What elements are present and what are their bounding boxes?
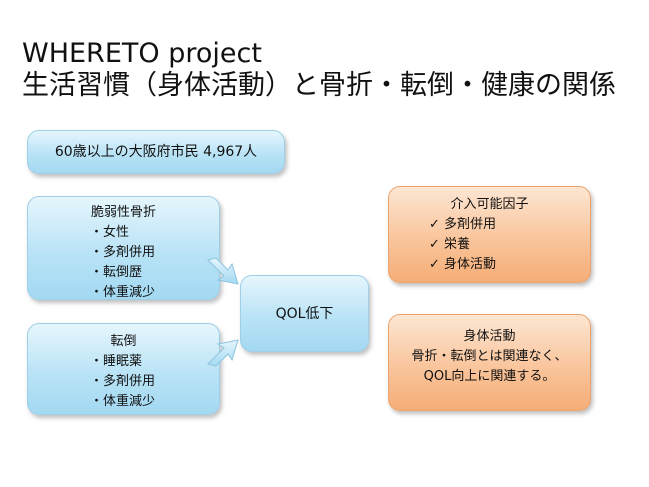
fragility-fracture-list: ・女性 ・多剤併用 ・転倒歴 ・体重減少 [28,223,219,303]
fall-heading: 転倒 [110,334,137,349]
fall-list: ・睡眠薬 ・多剤併用 ・体重減少 [28,352,219,412]
qol-decline-label: QOL低下 [275,305,334,322]
list-item: ・多剤併用 [90,245,156,260]
list-item: ・多剤併用 [90,374,156,389]
list-item: ・女性 [90,225,130,240]
list-item: ・睡眠薬 [90,354,143,369]
physical-activity-line-2: QOL向上に関連する。 [423,369,556,384]
qol-decline-box: QOL低下 [240,275,369,352]
physical-activity-box: 身体活動 骨折・転倒とは関連なく、 QOL向上に関連する。 [388,314,591,411]
list-item: ✓ 多剤併用 [429,217,497,232]
title-line-2: 生活習慣（身体活動）と骨折・転倒・健康の関係 [22,70,616,101]
fall-box: 転倒 ・睡眠薬 ・多剤併用 ・体重減少 [27,323,220,415]
physical-activity-heading: 身体活動 [463,329,516,344]
arrow-down-right-icon [207,257,239,285]
slide-title: WHERETO project 生活習慣（身体活動）と骨折・転倒・健康の関係 [22,38,616,102]
list-item: ・転倒歴 [90,265,143,280]
title-line-1: WHERETO project [22,38,262,69]
intervention-list: ✓ 多剤併用 ✓ 栄養 ✓ 身体活動 [389,215,590,275]
list-item: ・体重減少 [90,285,156,300]
list-item: ✓ 栄養 [429,237,471,252]
arrow-up-right-icon [207,339,239,367]
physical-activity-line-1: 骨折・転倒とは関連なく、 [411,349,568,364]
intervention-heading: 介入可能因子 [450,197,529,212]
population-label: 60歳以上の大阪府市民 4,967人 [54,144,258,160]
fragility-fracture-box: 脆弱性骨折 ・女性 ・多剤併用 ・転倒歴 ・体重減少 [27,196,220,300]
fragility-fracture-heading: 脆弱性骨折 [90,205,156,220]
intervention-factors-box: 介入可能因子 ✓ 多剤併用 ✓ 栄養 ✓ 身体活動 [388,186,591,283]
list-item: ・体重減少 [90,394,156,409]
population-box: 60歳以上の大阪府市民 4,967人 [27,130,285,174]
list-item: ✓ 身体活動 [429,257,497,272]
